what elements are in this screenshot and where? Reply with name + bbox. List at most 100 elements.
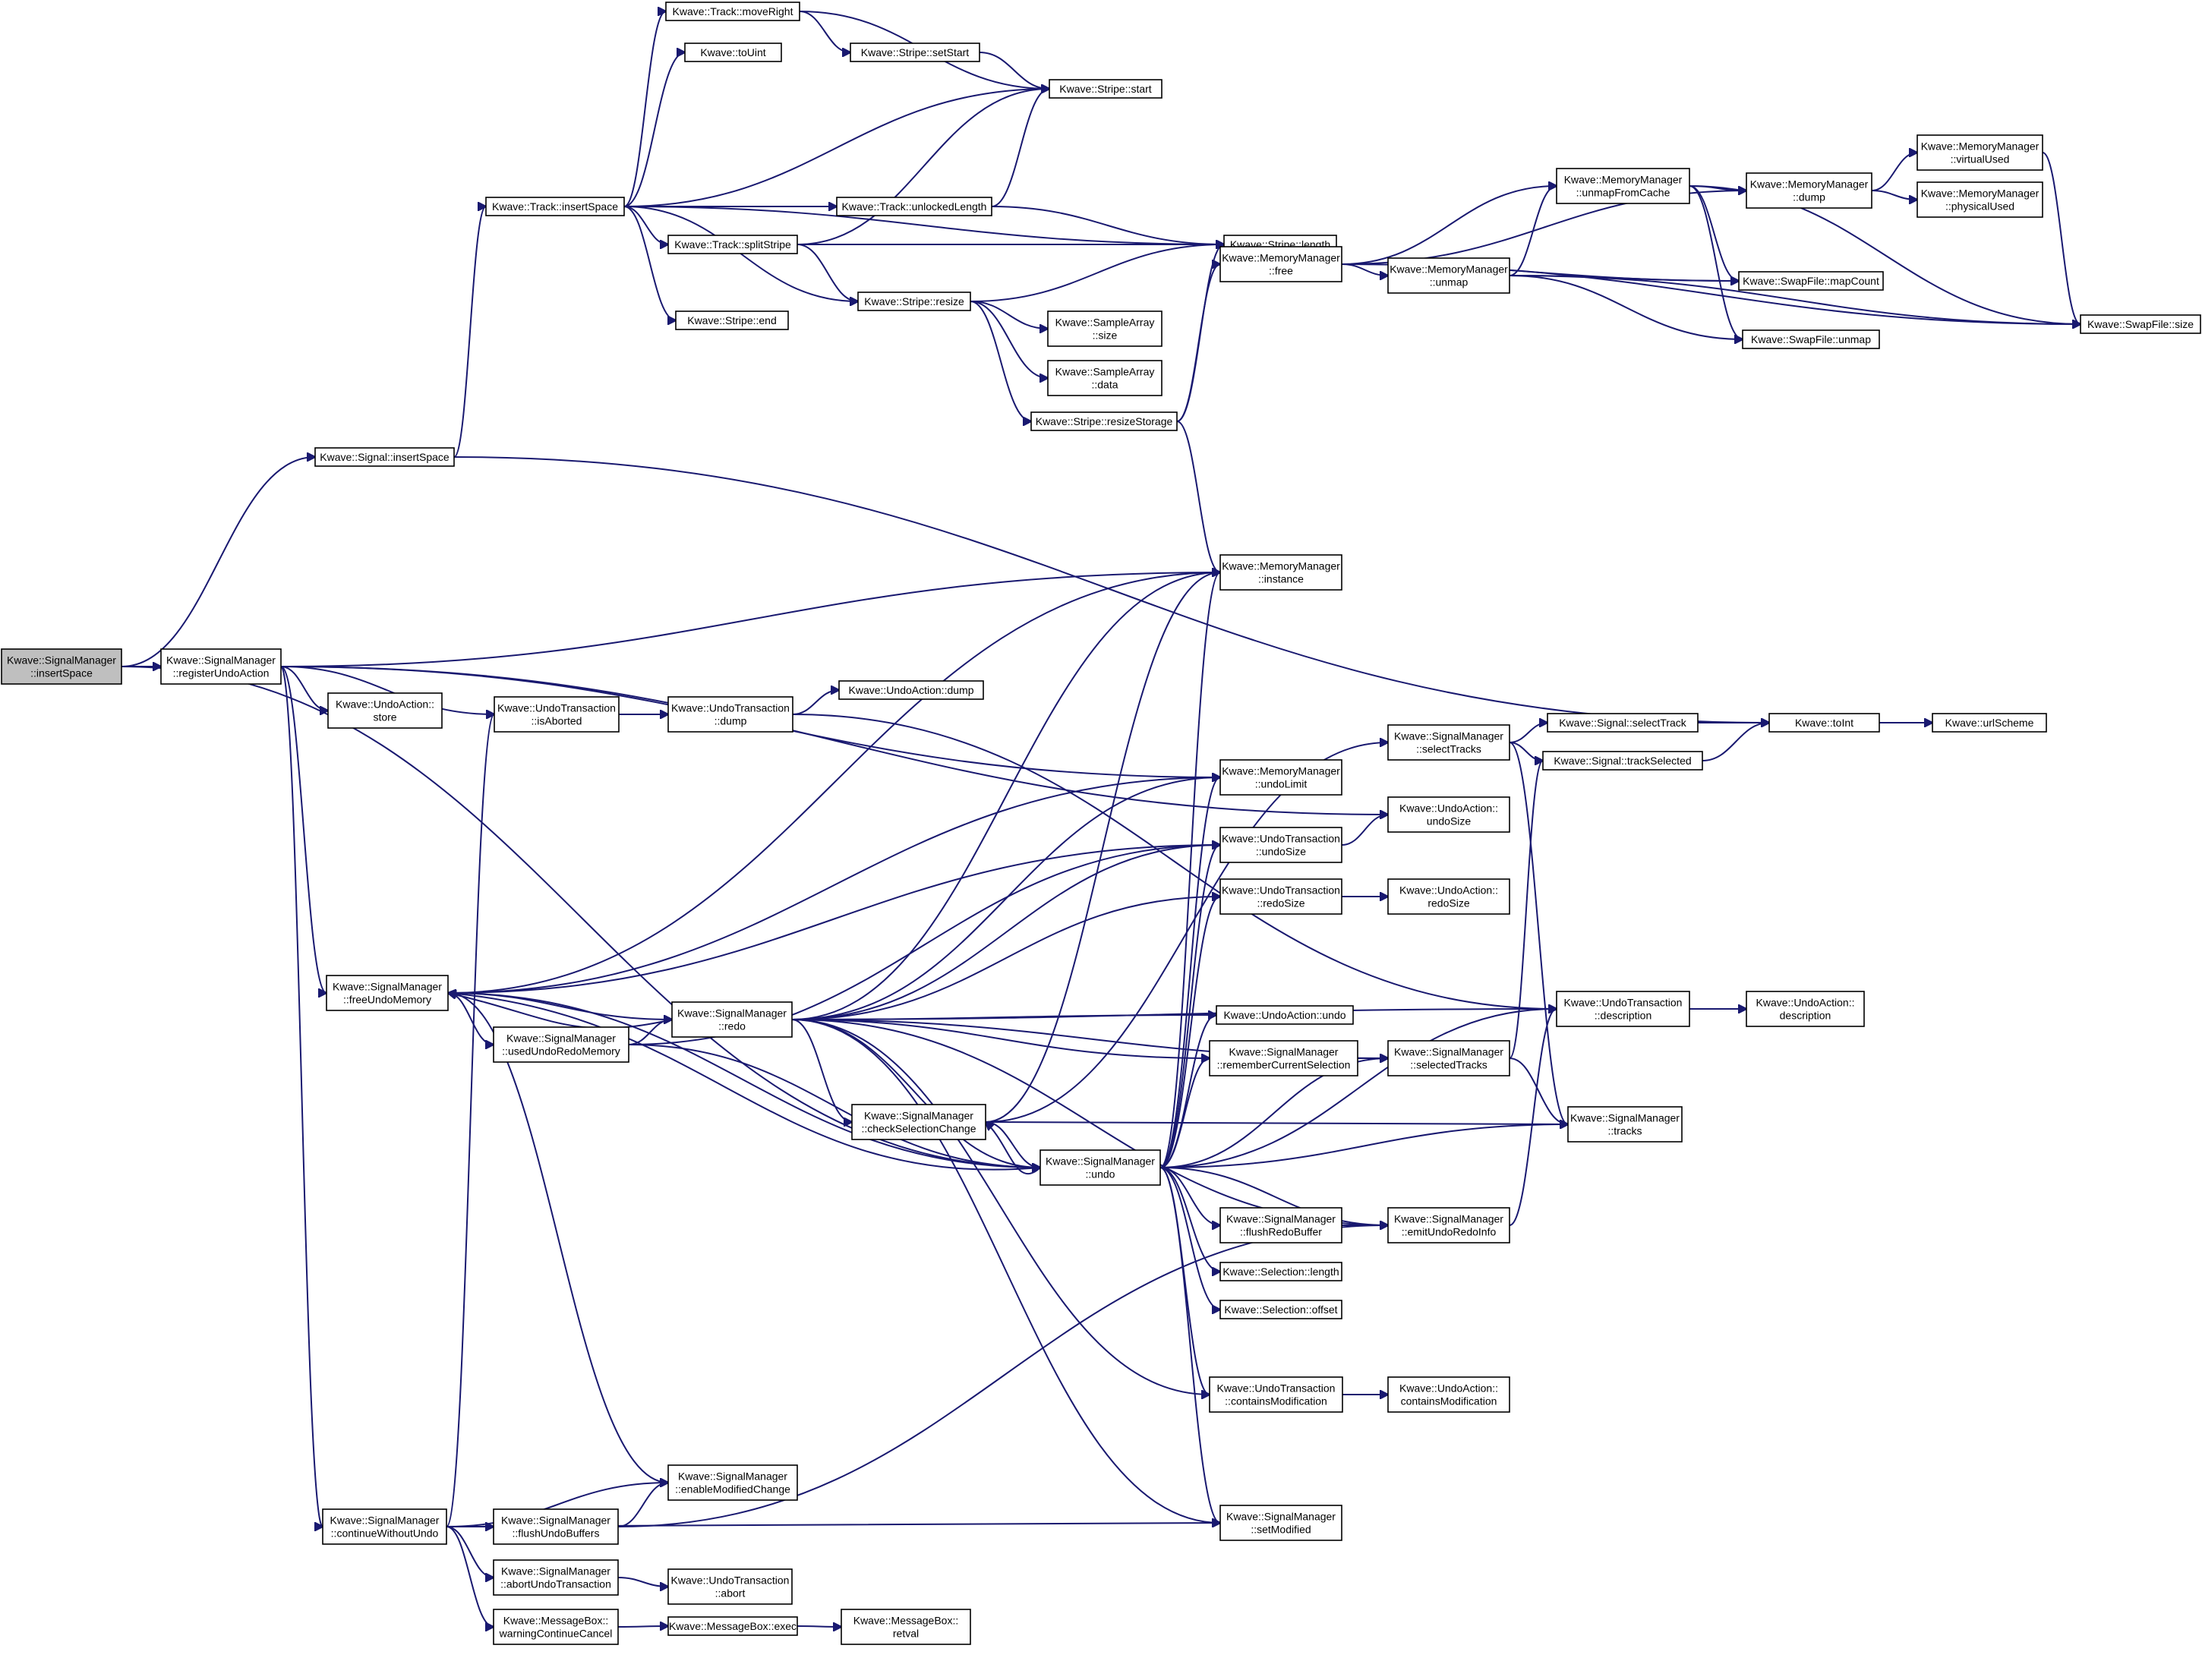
function-node[interactable]: Kwave::SignalManager::enableModifiedChan… — [667, 1464, 798, 1501]
function-node-box[interactable] — [1219, 827, 1342, 863]
function-node[interactable]: Kwave::SwapFile::mapCount — [1738, 271, 1884, 291]
function-node[interactable]: Kwave::Stripe::start — [1049, 79, 1163, 99]
function-node[interactable]: Kwave::SignalManager::flushUndoBuffers — [493, 1508, 619, 1545]
function-node[interactable]: Kwave::Stripe::resizeStorage — [1030, 411, 1178, 431]
function-node-box[interactable] — [1219, 1300, 1342, 1319]
function-node[interactable]: Kwave::UndoTransaction::redoSize — [1219, 878, 1342, 915]
function-node[interactable]: Kwave::SignalManager::redo — [671, 1001, 793, 1038]
function-node-box[interactable] — [1219, 246, 1342, 282]
function-node[interactable]: Kwave::MessageBox::retval — [841, 1609, 971, 1645]
function-node[interactable]: Kwave::MemoryManager::physicalUsed — [1916, 181, 2043, 218]
function-node-box[interactable] — [667, 696, 793, 733]
function-node-box[interactable] — [1542, 751, 1703, 771]
function-node[interactable]: Kwave::toUint — [684, 43, 782, 62]
function-node-box[interactable] — [1387, 1376, 1510, 1413]
function-node-box[interactable] — [1556, 168, 1690, 204]
function-node-box[interactable] — [1219, 1207, 1342, 1243]
function-node[interactable]: Kwave::UndoAction::dump — [838, 680, 984, 700]
function-node-box[interactable] — [1, 648, 122, 685]
function-node[interactable]: Kwave::SignalManager::usedUndoRedoMemory — [493, 1026, 629, 1063]
function-node-box[interactable] — [1387, 724, 1510, 761]
function-node-box[interactable] — [1556, 991, 1690, 1027]
function-node[interactable]: Kwave::SignalManager::selectTracks — [1387, 724, 1510, 761]
function-node-box[interactable] — [1746, 172, 1872, 209]
function-node-box[interactable] — [1030, 411, 1178, 431]
function-node[interactable]: Kwave::UndoTransaction::dump — [667, 696, 793, 733]
function-node-box[interactable] — [850, 43, 980, 62]
function-node[interactable]: Kwave::Stripe::end — [675, 310, 789, 330]
function-node-box[interactable] — [1219, 878, 1342, 915]
function-node[interactable]: Kwave::UndoAction::store — [327, 692, 443, 729]
function-node[interactable]: Kwave::MemoryManager::dump — [1746, 172, 1872, 209]
function-node-box[interactable] — [1216, 1005, 1354, 1025]
function-node-box[interactable] — [1387, 796, 1510, 833]
function-node-box[interactable] — [493, 1559, 619, 1596]
function-node[interactable]: Kwave::Track::moveRight — [665, 2, 800, 21]
function-node-box[interactable] — [1047, 310, 1163, 347]
function-node-box[interactable] — [671, 1001, 793, 1038]
function-node[interactable]: Kwave::Stripe::resize — [857, 292, 971, 311]
function-node-box[interactable] — [494, 696, 620, 733]
function-node-box[interactable] — [493, 1609, 619, 1645]
function-node[interactable]: Kwave::UndoAction::description — [1746, 991, 1865, 1027]
function-node[interactable]: Kwave::UndoTransaction::isAborted — [494, 696, 620, 733]
function-node[interactable]: Kwave::MessageBox::warningContinueCancel — [493, 1609, 619, 1645]
function-node-box[interactable] — [1932, 713, 2047, 733]
function-node[interactable]: Kwave::SignalManager::checkSelectionChan… — [851, 1104, 986, 1140]
function-node[interactable]: Kwave::Signal::insertSpace — [314, 447, 455, 467]
function-node[interactable]: Kwave::UndoAction::undoSize — [1387, 796, 1510, 833]
function-node-box[interactable] — [1387, 1040, 1510, 1076]
function-node-box[interactable] — [1547, 713, 1699, 733]
function-node[interactable]: Kwave::SignalManager::abortUndoTransacti… — [493, 1559, 619, 1596]
function-node[interactable]: Kwave::UndoTransaction::abort — [667, 1568, 793, 1605]
function-node[interactable]: Kwave::SignalManager::flushRedoBuffer — [1219, 1207, 1342, 1243]
function-node[interactable]: Kwave::MemoryManager::free — [1219, 246, 1342, 282]
function-node-box[interactable] — [667, 1616, 798, 1636]
function-node[interactable]: Kwave::SignalManager::insertSpace — [1, 648, 122, 685]
function-node[interactable]: Kwave::MemoryManager::undoLimit — [1219, 759, 1342, 796]
function-node[interactable]: Kwave::Track::splitStripe — [667, 235, 798, 254]
function-node[interactable]: Kwave::SampleArray::data — [1047, 360, 1163, 396]
function-node-box[interactable] — [1209, 1376, 1343, 1413]
function-node-box[interactable] — [493, 1508, 619, 1545]
function-node-box[interactable] — [675, 310, 789, 330]
function-node[interactable]: Kwave::Track::unlockedLength — [836, 197, 992, 216]
function-node-box[interactable] — [327, 692, 443, 729]
function-node-box[interactable] — [1916, 181, 2043, 218]
function-node-box[interactable] — [326, 975, 449, 1011]
function-node[interactable]: Kwave::SignalManager::freeUndoMemory — [326, 975, 449, 1011]
function-node[interactable]: Kwave::SampleArray::size — [1047, 310, 1163, 347]
function-node-box[interactable] — [1738, 271, 1884, 291]
function-node[interactable]: Kwave::SignalManager::rememberCurrentSel… — [1209, 1040, 1358, 1076]
function-node[interactable]: Kwave::MemoryManager::instance — [1219, 554, 1342, 591]
function-node-box[interactable] — [667, 1464, 798, 1501]
function-node-box[interactable] — [1219, 554, 1342, 591]
function-node[interactable]: Kwave::Track::insertSpace — [485, 197, 625, 216]
function-node-box[interactable] — [322, 1508, 447, 1545]
function-node[interactable]: Kwave::SignalManager::selectedTracks — [1387, 1040, 1510, 1076]
function-node-box[interactable] — [838, 680, 984, 700]
function-node[interactable]: Kwave::UndoAction::containsModification — [1387, 1376, 1510, 1413]
function-node-box[interactable] — [1219, 1262, 1342, 1281]
function-node-box[interactable] — [160, 648, 282, 685]
function-node[interactable]: Kwave::Selection::offset — [1219, 1300, 1342, 1319]
function-node-box[interactable] — [1387, 1207, 1510, 1243]
function-node[interactable]: Kwave::Stripe::setStart — [850, 43, 980, 62]
function-node-box[interactable] — [1387, 878, 1510, 915]
function-node-box[interactable] — [1047, 360, 1163, 396]
function-node-box[interactable] — [1746, 991, 1865, 1027]
function-node-box[interactable] — [1219, 1505, 1342, 1541]
function-node-box[interactable] — [2080, 314, 2201, 334]
function-node-box[interactable] — [1387, 257, 1510, 294]
function-node-box[interactable] — [665, 2, 800, 21]
function-node[interactable]: Kwave::Selection::length — [1219, 1262, 1342, 1281]
function-node[interactable]: Kwave::toInt — [1768, 713, 1880, 733]
function-node-box[interactable] — [1567, 1106, 1683, 1143]
function-node-box[interactable] — [851, 1104, 986, 1140]
function-node[interactable]: Kwave::UndoAction::undo — [1216, 1005, 1354, 1025]
function-node-box[interactable] — [1039, 1149, 1161, 1186]
function-node[interactable]: Kwave::Signal::selectTrack — [1547, 713, 1699, 733]
function-node[interactable]: Kwave::UndoTransaction::undoSize — [1219, 827, 1342, 863]
function-node-box[interactable] — [667, 235, 798, 254]
function-node[interactable]: Kwave::urlScheme — [1932, 713, 2047, 733]
